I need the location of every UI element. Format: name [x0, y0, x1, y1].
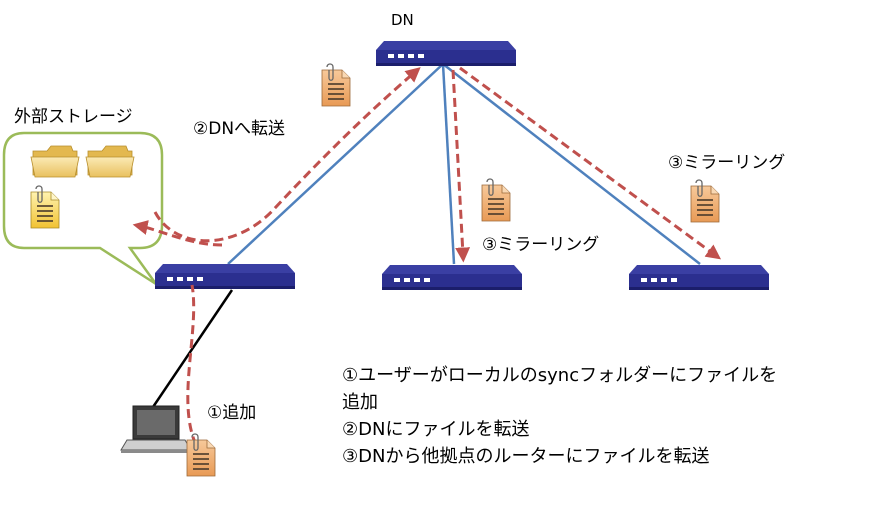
legend-line: 追加: [342, 392, 378, 413]
legend-line: ①ユーザーがローカルのsyncフォルダーにファイルを: [342, 365, 778, 386]
document-icon-mirror-center: [481, 178, 511, 222]
router-left-icon: [155, 264, 295, 289]
arrow-mirror-center: [451, 69, 471, 263]
arrow-to-dn: [153, 67, 421, 243]
link-laptop-router: [149, 289, 234, 411]
document-icon-laptop: [186, 433, 216, 477]
router-dn-icon: [376, 41, 516, 66]
link-dn-center: [441, 63, 456, 265]
document-icon-storage: [30, 185, 60, 229]
legend: ①ユーザーがローカルのsyncフォルダーにファイルを 追加 ②DNにファイルを転…: [342, 362, 777, 470]
storage-title: 外部ストレージ: [14, 107, 133, 127]
folder-icon: [30, 145, 80, 178]
laptop-icon: [120, 405, 192, 453]
document-icon-step2: [321, 63, 351, 107]
legend-line: ②DNにファイルを転送: [342, 419, 530, 440]
legend-line: ③DNから他拠点のルーターにファイルを転送: [342, 446, 710, 467]
step1-label: ①追加: [207, 403, 257, 423]
dn-label: DN: [391, 11, 414, 29]
step2-label: ②DNへ転送: [193, 119, 286, 139]
arrow-to-storage: [132, 220, 223, 247]
link-dn-left: [227, 63, 444, 265]
mirror-label-center: ③ミラーリング: [482, 235, 600, 255]
router-center-icon: [382, 265, 522, 290]
arrow-mirror-right: [459, 66, 722, 260]
link-dn-right: [442, 63, 701, 265]
storage-callout: [2, 131, 164, 286]
folder-icon: [85, 145, 135, 178]
document-icon-mirror-right: [690, 179, 720, 223]
arrow-laptop-to-router: [186, 284, 198, 446]
router-right-icon: [629, 265, 769, 290]
mirror-label-right: ③ミラーリング: [668, 153, 786, 173]
